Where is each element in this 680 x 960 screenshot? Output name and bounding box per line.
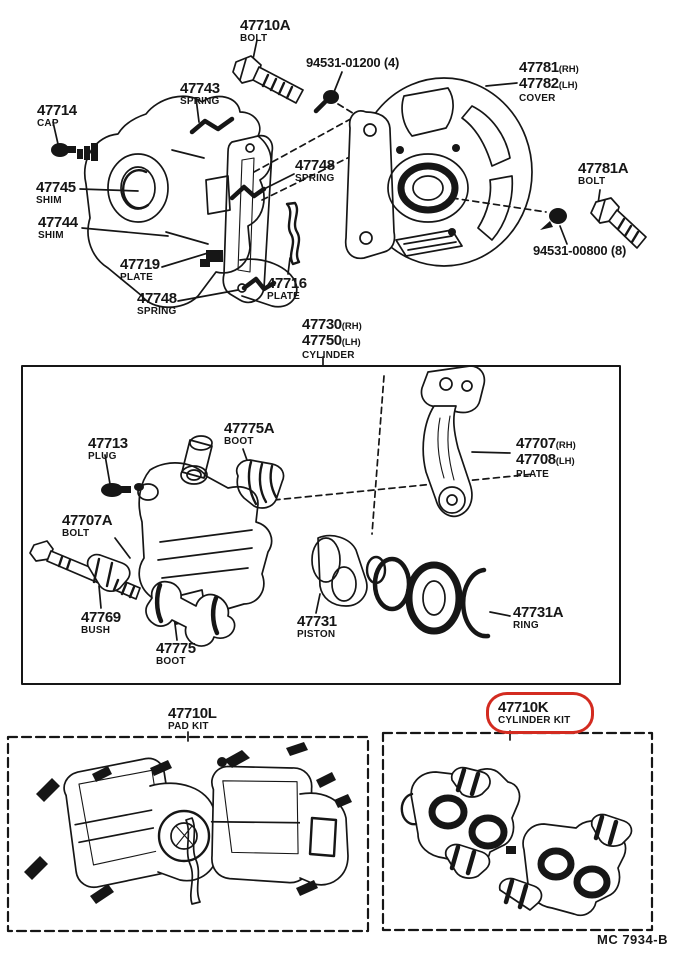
projection-lines	[253, 103, 547, 535]
cylinder-kit-drawing	[400, 766, 633, 917]
cylinder-group-box	[21, 365, 621, 685]
part-label-47775a: 47775A BOOT	[224, 420, 275, 448]
part-label-47716: 47716 PLATE	[267, 275, 307, 303]
part-label-47748-lower: 47748 SPRING	[137, 290, 177, 318]
screw-94531-01200-drawing	[313, 90, 339, 114]
part-label-47731: 47731 PISTON	[297, 613, 337, 641]
part-label-94531-01200: 94531-01200 (4)	[306, 55, 400, 70]
dust-cover-drawing	[344, 77, 533, 267]
part-label-47744: 47744 SHIM	[38, 214, 78, 242]
part-label-47775: 47775 BOOT	[156, 640, 196, 668]
pad-kit-box	[6, 735, 370, 933]
part-label-47745: 47745 SHIM	[36, 179, 76, 207]
part-label-47743: 47743 SPRING	[180, 80, 220, 108]
part-label-47748-upper: 47748 SPRING	[295, 157, 335, 185]
part-label-47713: 47713 PLUG	[88, 435, 128, 463]
part-label-47707-47708-plate: 47707(RH) 47708(LH) PLATE	[516, 435, 576, 480]
part-label-47769: 47769 BUSH	[81, 609, 121, 637]
drawing-code: MC 7934-B	[597, 932, 668, 947]
part-label-47781-47782-cover: 47781(RH) 47782(LH) COVER	[519, 59, 579, 104]
part-label-47719: 47719 PLATE	[120, 256, 160, 284]
part-label-47731a: 47731A RING	[513, 604, 564, 632]
cylinder-assembly-drawing	[29, 365, 491, 647]
part-label-47710l-pad-kit: 47710L PAD KIT	[168, 705, 217, 733]
bolt-47781a-drawing	[590, 197, 647, 249]
part-label-47710k-cylinder-kit: 47710K CYLINDER KIT	[498, 699, 571, 727]
part-label-94531-00800: 94531-00800 (8)	[533, 243, 627, 258]
part-label-47730-47750-cylinder: 47730(RH) 47750(LH) CYLINDER	[302, 316, 362, 361]
bolt-47710a-drawing	[232, 55, 304, 104]
part-label-47707a: 47707A BOLT	[62, 512, 113, 540]
part-label-47714: 47714 CAP	[37, 102, 77, 130]
part-label-47781a: 47781A BOLT	[578, 160, 629, 188]
screw-94531-00800-drawing	[540, 208, 567, 230]
cylinder-kit-highlight-oval	[486, 692, 594, 734]
caliper-assembly-drawing	[51, 95, 301, 309]
pad-kit-drawing	[24, 742, 352, 905]
part-label-47710a: 47710A BOLT	[240, 17, 291, 45]
